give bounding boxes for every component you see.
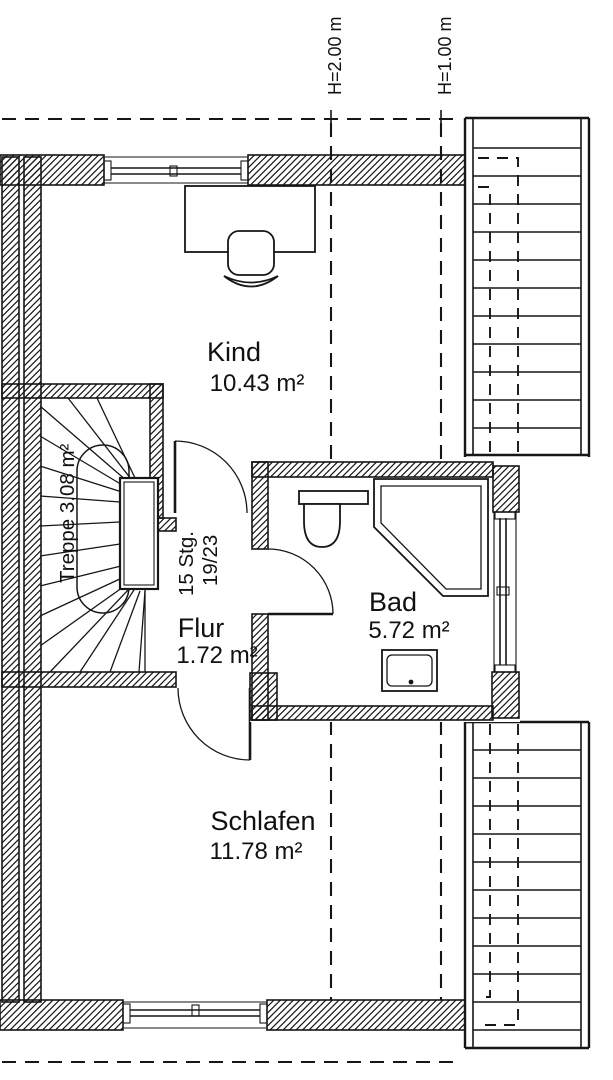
room-flur: Flur 1.72 m² — [176, 613, 257, 669]
room-label-schlafen: Schlafen — [210, 806, 315, 836]
room-label-bad: Bad — [369, 587, 417, 617]
wall-north — [0, 154, 466, 186]
window-north — [103, 156, 249, 184]
staircase — [39, 397, 160, 673]
height-marker-2m-label: H=2.00 m — [325, 16, 345, 95]
stair-steps-label: 15 Stg. — [175, 531, 198, 596]
stair-annotations: Treppe 3.08 m² 15 Stg. 19/23 — [56, 443, 222, 596]
room-area-schlafen: 11.78 m² — [210, 838, 303, 865]
height-marker-2m: H=2.00 m — [325, 16, 345, 95]
office-chair — [223, 230, 279, 288]
room-bad: Bad 5.72 m² — [368, 587, 449, 644]
door-kind — [173, 440, 248, 514]
door-bad — [267, 548, 334, 616]
room-schlafen: Schlafen 11.78 m² — [210, 806, 316, 865]
washbasin — [381, 649, 438, 692]
bathroom — [249, 460, 520, 722]
room-label-kind: Kind — [207, 337, 261, 367]
room-kind: Kind 10.43 m² — [207, 337, 304, 397]
stair-well-void — [118, 476, 160, 591]
height-marker-1m: H=1.00 m — [435, 16, 455, 95]
stairwell-walls — [1, 383, 177, 688]
toilet — [298, 490, 369, 548]
room-label-flur: Flur — [178, 613, 225, 643]
roof-area-south — [463, 720, 591, 1050]
wall-south — [0, 999, 466, 1031]
shower — [373, 478, 489, 597]
room-area-bad: 5.72 m² — [368, 617, 449, 644]
room-area-flur: 1.72 m² — [176, 642, 257, 669]
window-bad — [493, 511, 517, 673]
stair-rise-run-label: 19/23 — [199, 535, 222, 586]
stair-treppe-label: Treppe 3.08 m² — [56, 443, 79, 583]
window-south — [122, 1001, 268, 1029]
room-area-kind: 10.43 m² — [210, 370, 305, 397]
height-marker-1m-label: H=1.00 m — [435, 16, 455, 95]
